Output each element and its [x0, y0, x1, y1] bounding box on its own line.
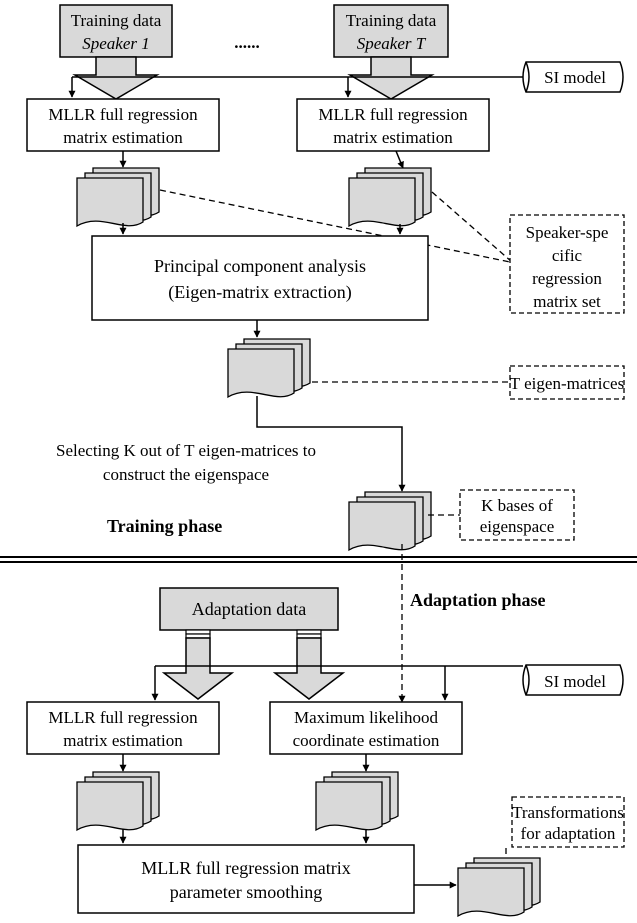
t-eigen-matrices-note: T eigen-matrices: [509, 365, 625, 400]
si-model-top-cylinder-edge: [525, 61, 530, 93]
pca-box: Principal component analysis (Eigen-matr…: [91, 235, 429, 321]
k-bases-box: [459, 489, 575, 541]
mllr-estimation-speaker-1-line2: matrix estimation: [63, 128, 183, 147]
t-eigen-matrices-box: [509, 365, 625, 400]
eigen-to-kbases-arrow: [256, 396, 406, 492]
adapt-mllr-estimation: MLLR full regression matrix estimation: [26, 701, 220, 755]
training-data-speaker-1: Training data Speaker 1: [59, 4, 173, 100]
training-data-speaker-1-line1: Training data: [71, 11, 162, 30]
pca-box-rect: [91, 235, 429, 321]
mllrt-to-matrices-arrow: [395, 150, 404, 169]
pca-line1: Principal component analysis: [154, 256, 366, 276]
speaker-specific-line4: matrix set: [533, 292, 601, 311]
ml-coordinate-estimation-line2: coordinate estimation: [293, 731, 440, 750]
speaker-specific-line1: Speaker-spe: [526, 223, 609, 242]
ml-coordinate-estimation-line1: Maximum likelihood: [294, 708, 439, 727]
si-model-top-cylinder: [522, 61, 624, 93]
ml-coordinate-estimation-box: [269, 701, 463, 755]
mllr-estimation-speaker-t-line1: MLLR full regression: [318, 105, 468, 124]
parameter-smoothing: MLLR full regression matrix parameter sm…: [77, 844, 415, 914]
leader-speaker-t-matrices: [431, 191, 513, 263]
training-data-speaker-t-box: [333, 4, 449, 58]
output-transformations-stack-icon: [457, 857, 541, 917]
training-data-speaker-t-line1: Training data: [346, 11, 437, 30]
adapt-mllr-matrix-stack-icon: [76, 771, 160, 831]
training-data-speaker-t-line2: Speaker T: [357, 34, 427, 53]
mllr-estimation-speaker-1-box: [26, 98, 220, 152]
si-model-top: SI model: [522, 61, 624, 93]
parameter-smoothing-box: [77, 844, 415, 914]
parameter-smoothing-line2: parameter smoothing: [170, 882, 322, 902]
transformations-box: [511, 796, 625, 848]
adaptation-data-arrow-left: [161, 629, 235, 700]
adaptation-data: Adaptation data: [159, 587, 339, 631]
adapt-mllr-estimation-box: [26, 701, 220, 755]
training-phase-label: Training phase: [107, 516, 222, 536]
speaker-1-matrix-stack-icon: [76, 167, 160, 227]
k-bases-note: K bases of eigenspace: [459, 489, 575, 541]
training-data-speaker-1-box: [59, 4, 173, 58]
eigen-matrices-stack-icon: [227, 338, 311, 398]
adaptation-data-arrow-right: [272, 629, 346, 700]
mllr-estimation-speaker-t-box: [296, 98, 490, 152]
t-eigen-matrices-label: T eigen-matrices: [510, 374, 624, 393]
speaker-specific-matrix-set-box: [509, 214, 625, 314]
adaptation-data-box: [159, 587, 339, 631]
si-model-bottom-cylinder-edge: [525, 664, 530, 696]
adaptation-data-label: Adaptation data: [192, 599, 306, 619]
training-data-speaker-1-line2: Speaker 1: [82, 34, 150, 53]
speaker-t-matrix-stack-icon: [348, 167, 432, 227]
si-model-bottom-cylinder: [522, 664, 624, 696]
training-data-speaker-t: Training data Speaker T: [333, 4, 449, 100]
si-model-top-label: SI model: [544, 68, 606, 87]
adapt-mllr-estimation-line1: MLLR full regression: [48, 708, 198, 727]
mllr-estimation-speaker-1-line1: MLLR full regression: [48, 105, 198, 124]
ml-coordinate-estimation: Maximum likelihood coordinate estimation: [269, 701, 463, 755]
mllr-estimation-speaker-1: MLLR full regression matrix estimation: [26, 98, 220, 152]
training-data-speaker-t-arrow: [347, 56, 435, 100]
parameter-smoothing-line1: MLLR full regression matrix: [141, 858, 350, 878]
adaptation-phase-label: Adaptation phase: [410, 590, 546, 610]
selecting-k-line2: construct the eigenspace: [103, 465, 269, 484]
speakers-ellipsis: ......: [234, 33, 260, 52]
speaker-specific-matrix-set: Speaker-spe cific regression matrix set: [509, 214, 625, 314]
pca-line2: (Eigen-matrix extraction): [168, 282, 351, 303]
transformations-line1: Transformations: [512, 803, 624, 822]
mllr-estimation-speaker-t: MLLR full regression matrix estimation: [296, 98, 490, 152]
transformations-note: Transformations for adaptation: [511, 796, 625, 848]
mllr-estimation-speaker-t-line2: matrix estimation: [333, 128, 453, 147]
si-model-bottom-label: SI model: [544, 672, 606, 691]
ml-matrix-stack-icon: [315, 771, 399, 831]
training-data-speaker-1-arrow: [72, 56, 160, 100]
selecting-k-line1: Selecting K out of T eigen-matrices to: [56, 441, 316, 460]
k-bases-stack-icon: [348, 491, 432, 551]
k-bases-line2: eigenspace: [480, 517, 555, 536]
k-bases-line1: K bases of: [481, 496, 553, 515]
transformations-line2: for adaptation: [521, 824, 616, 843]
speaker-specific-line2: cific: [552, 246, 583, 265]
adapt-mllr-estimation-line2: matrix estimation: [63, 731, 183, 750]
si-model-bottom: SI model: [522, 664, 624, 696]
speaker-specific-line3: regression: [532, 269, 602, 288]
